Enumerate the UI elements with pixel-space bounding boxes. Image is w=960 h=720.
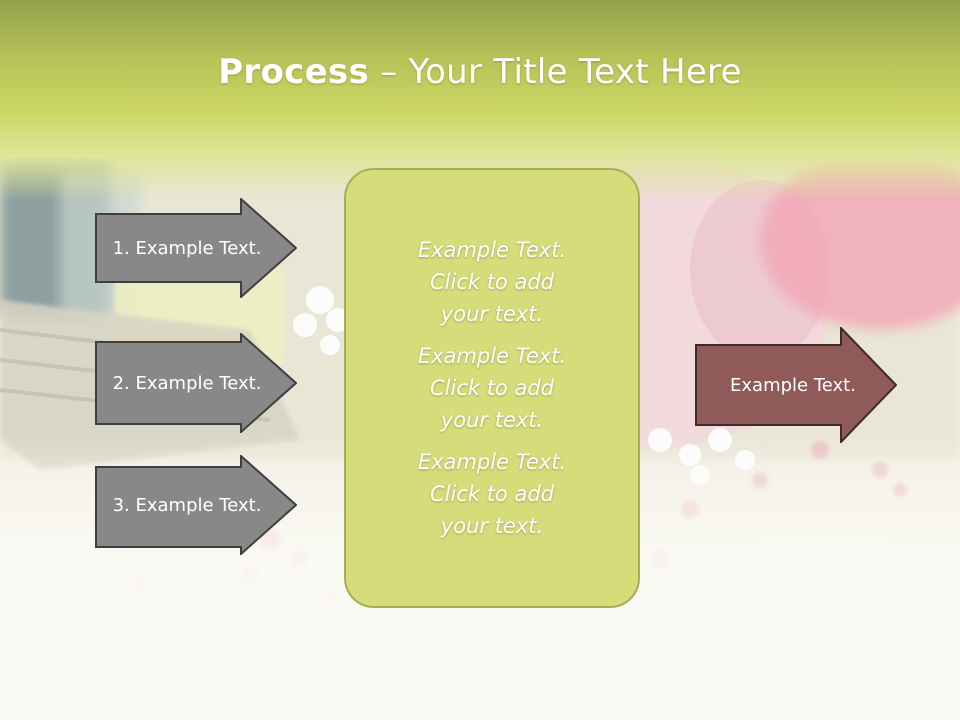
slide-title: Process – Your Title Text Here xyxy=(0,52,960,92)
arrow-shape-icon xyxy=(95,198,297,298)
center-paragraph-2: Example Text. Click to add your text. xyxy=(418,340,566,436)
process-arrow-1[interactable]: 1. Example Text. xyxy=(95,198,297,298)
text-line: your text. xyxy=(440,408,544,432)
text-line: your text. xyxy=(440,514,544,538)
text-line: Example Text. xyxy=(417,344,567,368)
text-line: your text. xyxy=(440,302,544,326)
process-arrow-3[interactable]: 3. Example Text. xyxy=(95,455,297,555)
arrow-shape-icon xyxy=(95,455,297,555)
process-arrow-2[interactable]: 2. Example Text. xyxy=(95,333,297,433)
process-arrow-label: 3. Example Text. xyxy=(112,494,262,516)
text-line: Example Text. xyxy=(417,238,567,262)
title-rest: – Your Title Text Here xyxy=(369,52,742,92)
arrow-shape-icon xyxy=(695,327,897,443)
text-line: Click to add xyxy=(429,270,554,294)
center-paragraph-3: Example Text. Click to add your text. xyxy=(418,446,566,542)
result-arrow-label: Example Text. xyxy=(730,374,856,396)
text-line: Example Text. xyxy=(417,450,567,474)
center-paragraph-1: Example Text. Click to add your text. xyxy=(418,234,566,330)
text-line: Click to add xyxy=(429,482,554,506)
arrow-shape-icon xyxy=(95,333,297,433)
result-arrow[interactable]: Example Text. xyxy=(695,327,897,443)
process-arrow-label: 1. Example Text. xyxy=(112,237,262,259)
title-bold: Process xyxy=(218,52,370,92)
process-arrow-label: 2. Example Text. xyxy=(112,372,262,394)
header-band xyxy=(0,0,960,200)
text-line: Click to add xyxy=(429,376,554,400)
center-text-box[interactable]: Example Text. Click to add your text. Ex… xyxy=(344,168,640,608)
